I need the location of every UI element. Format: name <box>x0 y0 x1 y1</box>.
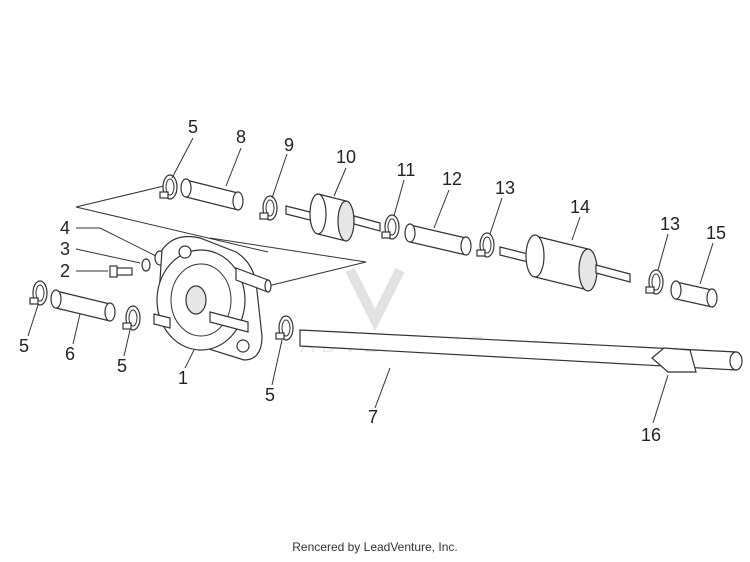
clamp-9 <box>259 195 278 221</box>
washer-3 <box>141 258 151 272</box>
clamp-lower-right <box>275 315 294 341</box>
callout-13-right: 13 <box>660 214 680 234</box>
clamp-upper-left <box>159 174 178 200</box>
callout-5-right: 5 <box>265 385 275 405</box>
line-clip-16 <box>651 347 697 373</box>
callout-1: 1 <box>178 368 188 388</box>
callout-6: 6 <box>65 344 75 364</box>
callout-5-top: 5 <box>188 117 198 137</box>
callout-9: 9 <box>284 135 294 155</box>
hose-12 <box>404 223 472 256</box>
callout-16: 16 <box>641 425 661 445</box>
callout-2: 2 <box>60 261 70 281</box>
leader-lines <box>27 137 714 424</box>
fuel-filter-14 <box>499 234 631 292</box>
hose-15 <box>670 280 718 308</box>
callout-7: 7 <box>368 407 378 427</box>
clamp-lower-middle <box>122 305 141 331</box>
pump-inlet-nipple <box>153 313 171 329</box>
clamp-11 <box>381 214 400 240</box>
fuel-line-7 <box>299 329 743 371</box>
clamp-lower-left <box>29 280 48 306</box>
clamp-13-left <box>476 232 495 258</box>
exploded-plane-lines <box>75 184 367 287</box>
callout-8: 8 <box>236 127 246 147</box>
callout-4: 4 <box>60 218 70 238</box>
render-credit: Rencered by LeadVenture, Inc. <box>292 540 458 554</box>
callout-11: 11 <box>397 160 416 180</box>
screw-2 <box>109 265 133 278</box>
callout-13-left: 13 <box>495 178 515 198</box>
callout-14: 14 <box>570 197 590 217</box>
callout-10: 10 <box>336 147 356 167</box>
fuel-pump-1 <box>156 235 272 361</box>
fuel-filter-10 <box>285 193 381 242</box>
callout-12: 12 <box>442 169 462 189</box>
callout-15: 15 <box>706 223 726 243</box>
callout-5-left: 5 <box>19 336 29 356</box>
callout-5-middle: 5 <box>117 356 127 376</box>
callout-labels: 5 8 9 10 11 12 13 14 13 15 4 3 2 5 6 5 1… <box>19 117 726 445</box>
clamp-13-right <box>645 269 664 295</box>
callout-3: 3 <box>60 239 70 259</box>
hose-6 <box>50 289 116 322</box>
hose-8 <box>180 178 244 211</box>
